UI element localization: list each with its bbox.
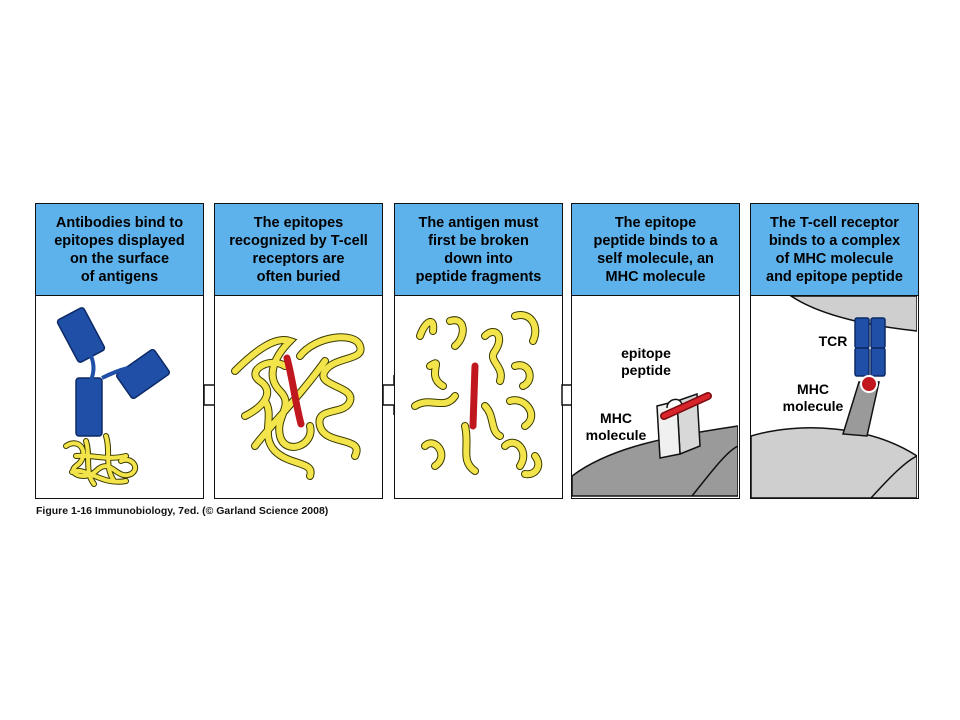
panel-mhc-binding: The epitope peptide binds to a self mole…	[571, 203, 740, 499]
apc-surface	[751, 427, 917, 498]
antibody-arm-left	[56, 307, 106, 363]
panel-tcr-complex: The T-cell receptor binds to a complex o…	[750, 203, 919, 499]
folded-antigen-illustration	[231, 333, 365, 480]
panel-2-title: The epitopes recognized by T-cell recept…	[215, 204, 382, 296]
antibody-stem	[75, 377, 103, 437]
peptide-dot	[860, 375, 878, 393]
label-molecule: molecule	[586, 427, 647, 443]
panel-buried-epitopes: The epitopes recognized by T-cell recept…	[214, 203, 383, 499]
tcr-complex-illustration: TCR MHC molecule	[751, 296, 917, 498]
label-molecule5: molecule	[783, 398, 844, 414]
cell-surface-edge	[691, 445, 738, 497]
t-cell-surface	[789, 296, 917, 332]
label-mhc: MHC	[600, 410, 632, 426]
label-epitope: epitope	[621, 345, 671, 361]
label-mhc5: MHC	[797, 381, 829, 397]
mhc-binding-illustration: epitope peptide MHC molecule	[572, 345, 738, 497]
buried-epitope	[283, 354, 305, 428]
label-tcr: TCR	[819, 333, 848, 349]
peptide-fragments-illustration	[411, 311, 543, 479]
panel-peptide-fragments: The antigen must first be broken down in…	[394, 203, 563, 499]
panel-4-title: The epitope peptide binds to a self mole…	[572, 204, 739, 296]
panel-5-title: The T-cell receptor binds to a complex o…	[751, 204, 918, 296]
antibody-arm-right	[115, 348, 171, 400]
antibody-illustration	[56, 307, 171, 487]
panel-3-title: The antigen must first be broken down in…	[395, 204, 562, 296]
free-epitope-fragment	[469, 362, 479, 430]
label-peptide: peptide	[621, 362, 671, 378]
figure-caption: Figure 1-16 Immunobiology, 7ed. (© Garla…	[36, 505, 329, 517]
tcr-shape	[854, 317, 886, 377]
panel-1-title: Antibodies bind to epitopes displayed on…	[36, 204, 203, 296]
panel-antibodies: Antibodies bind to epitopes displayed on…	[35, 203, 204, 499]
